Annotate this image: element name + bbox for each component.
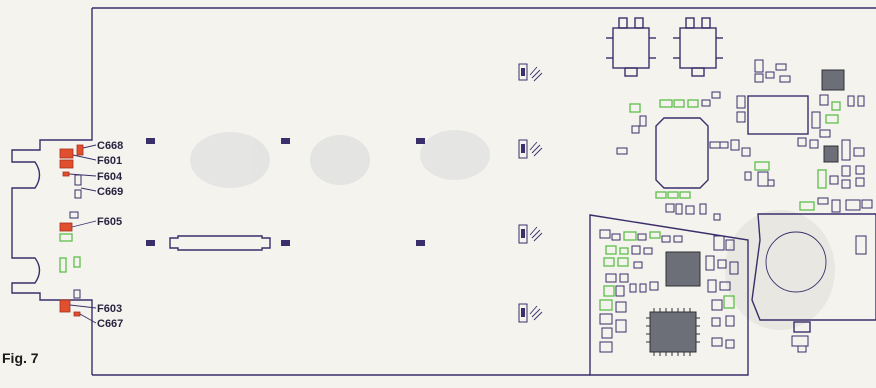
- label-c669: C669: [97, 186, 123, 198]
- component-labels: C668 F601 F604 C669 F605 F603 C667: [97, 140, 123, 330]
- tactile-switches: [606, 17, 723, 77]
- leader-lines: [68, 144, 97, 324]
- figure-label: Fig. 7: [2, 350, 39, 366]
- card-holder: [751, 213, 876, 353]
- board-outline: [11, 7, 876, 375]
- sub-board-components: [599, 229, 739, 356]
- left-connector-pads: [59, 144, 84, 317]
- label-f605: F605: [97, 216, 122, 228]
- label-f601: F601: [97, 155, 122, 167]
- main-board-pads: [146, 138, 425, 246]
- label-c668: C668: [97, 140, 123, 152]
- connector-bar: [169, 235, 271, 251]
- sub-board-outline: [589, 214, 749, 376]
- background-ghosting: [190, 130, 835, 330]
- label-f603: F603: [97, 303, 122, 315]
- label-c667: C667: [97, 318, 123, 330]
- right-region-components: [616, 59, 873, 221]
- label-f604: F604: [97, 171, 123, 183]
- led-components: [518, 63, 543, 323]
